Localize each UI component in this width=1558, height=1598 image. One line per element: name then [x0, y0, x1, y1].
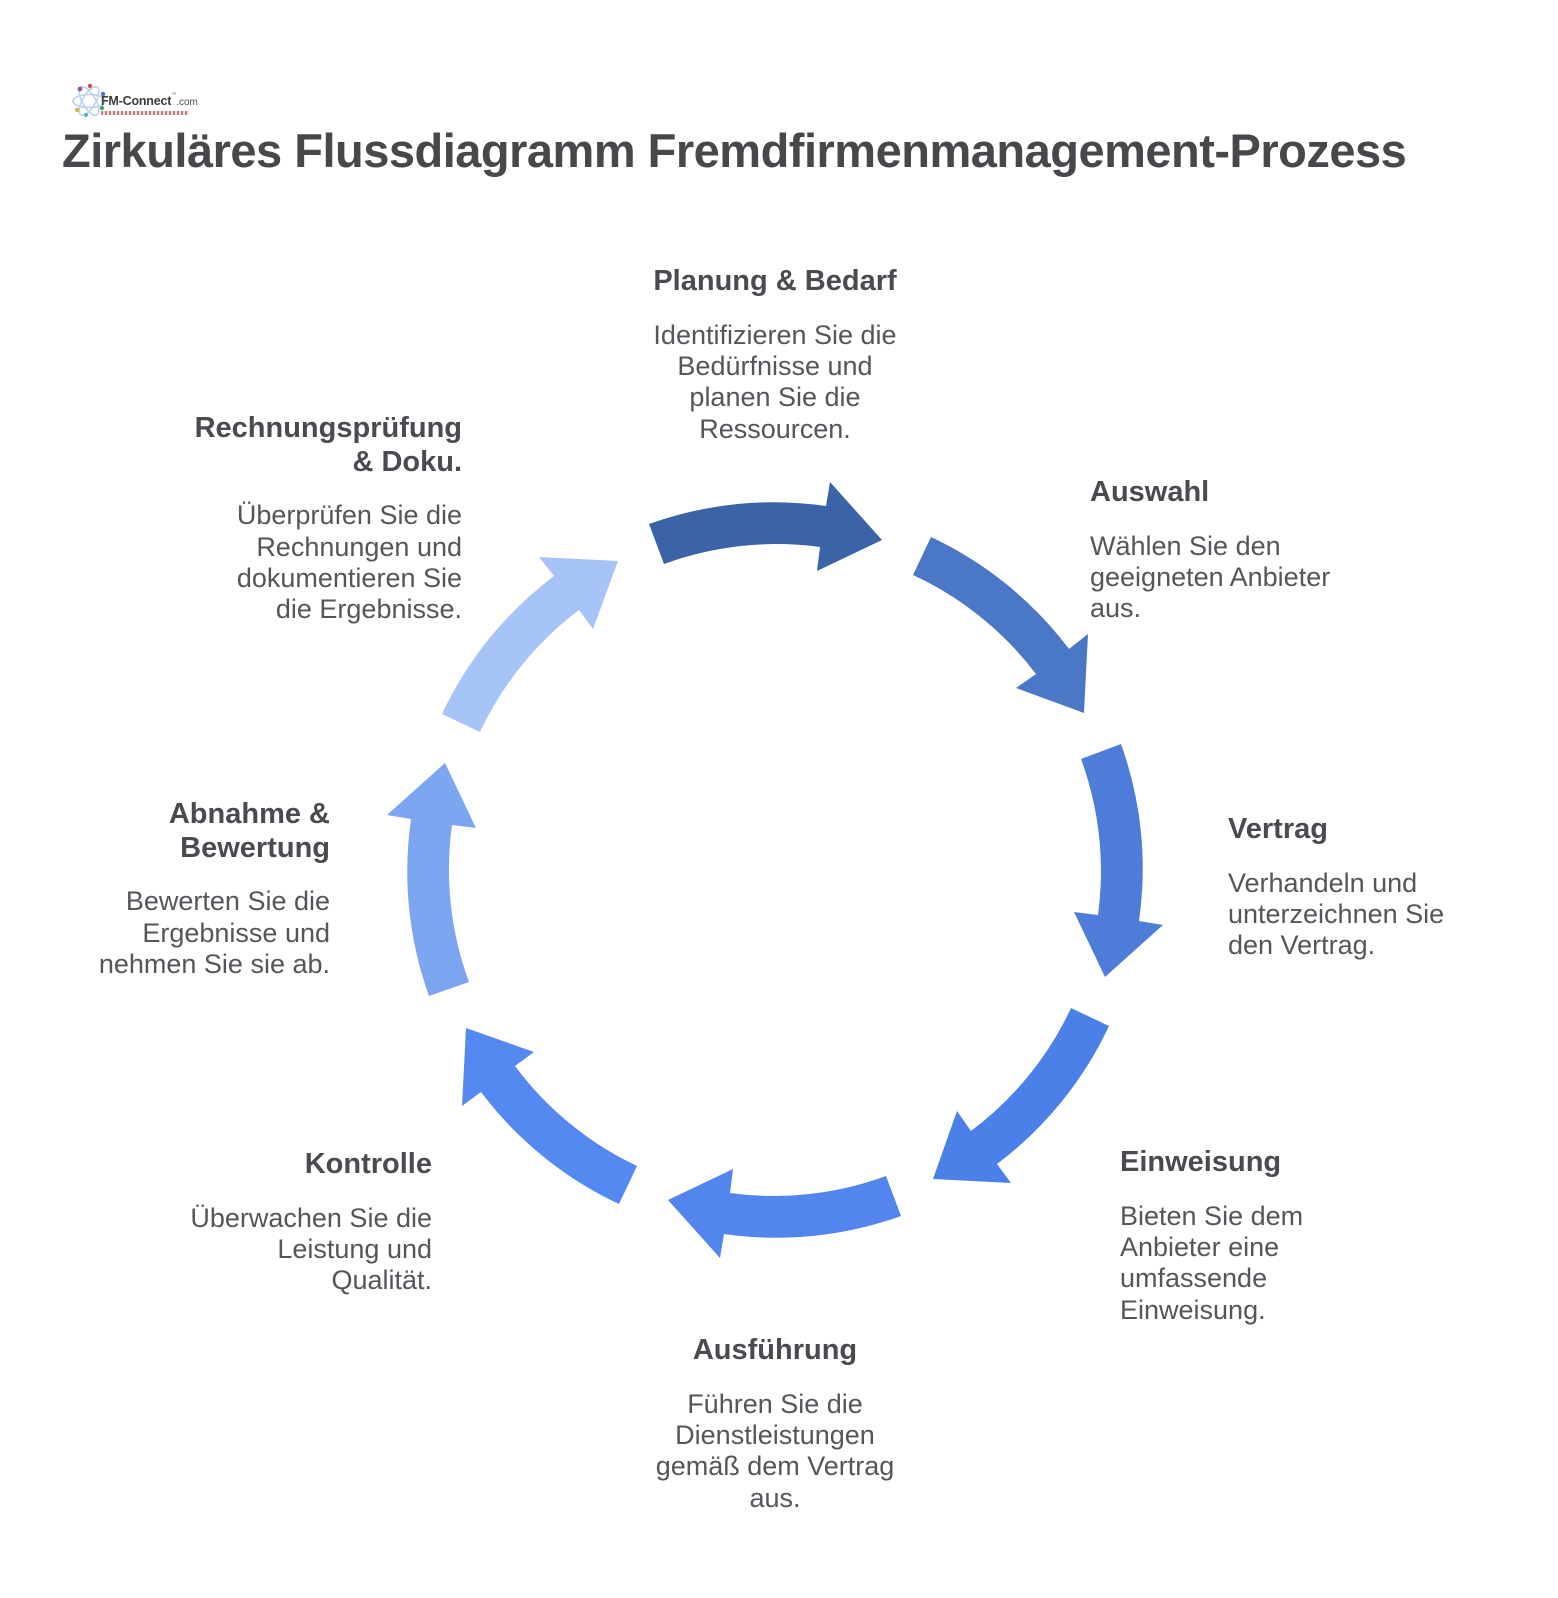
stage-vertrag: Vertrag Verhandeln und unterzeichnen Sie…	[1228, 795, 1478, 980]
stage-title: Vertrag	[1228, 813, 1328, 845]
stage-title: Einweisung	[1120, 1146, 1282, 1178]
stage-title: Planung & Bedarf	[653, 265, 897, 297]
arrow-abnahme-to-rechnung	[387, 763, 476, 996]
stage-rechnungspruefung-doku: Rechnungsprüfung & Doku. Überprüfen Sie …	[142, 394, 462, 644]
logo-tagline	[101, 111, 189, 115]
stage-title: Kontrolle	[304, 1148, 432, 1180]
arrow-vertrag-to-einweisung	[1074, 744, 1163, 977]
arrow-ausfuehrung-to-kontrolle	[668, 1169, 901, 1258]
stage-planung-bedarf: Planung & Bedarf Identifizieren Sie die …	[605, 247, 945, 463]
arrow-planung-to-auswahl	[649, 482, 882, 571]
arrow-auswahl-to-vertrag	[913, 537, 1088, 713]
stage-ausfuehrung: Ausführung Führen Sie die Dienstleistung…	[605, 1316, 945, 1532]
page-title: Zirkuläres Flussdiagramm Fremdfirmenmana…	[62, 124, 1407, 177]
stage-kontrolle: Kontrolle Überwachen Sie die Leistung un…	[152, 1130, 432, 1315]
stage-desc: Bieten Sie dem Anbieter eine umfassende …	[1120, 1200, 1304, 1325]
stage-desc: Überwachen Sie die Leistung und Qualität…	[190, 1202, 432, 1296]
stage-einweisung: Einweisung Bieten Sie dem Anbieter eine …	[1120, 1128, 1370, 1344]
stage-desc: Führen Sie die Dienstleistungen gemäß de…	[655, 1388, 895, 1513]
stage-desc: Verhandeln und unterzeichnen Sie den Ver…	[1228, 867, 1445, 961]
stage-desc: Wählen Sie den geeigneten Anbieter aus.	[1090, 530, 1331, 624]
stage-auswahl: Auswahl Wählen Sie den geeigneten Anbiet…	[1090, 458, 1390, 643]
logo-text: FM-Connect™.com	[101, 92, 198, 115]
arrow-kontrolle-to-abnahme	[462, 1028, 637, 1204]
logo-suffix: .com	[176, 97, 198, 108]
fm-connect-logo: FM-Connect™.com	[70, 82, 198, 125]
stage-title: Abnahme & Bewertung	[168, 798, 330, 864]
stage-title: Ausführung	[692, 1334, 858, 1366]
stage-abnahme-bewertung: Abnahme & Bewertung Bewerten Sie die Erg…	[72, 780, 330, 998]
stage-desc: Überprüfen Sie die Rechnungen und dokume…	[236, 500, 462, 625]
arrow-rechnung-to-planung	[442, 557, 618, 732]
stage-desc: Bewerten Sie die Ergebnisse und nehmen S…	[98, 886, 330, 979]
stage-title: Rechnungsprüfung & Doku.	[194, 412, 462, 478]
logo-trademark: ™	[171, 92, 177, 98]
arrow-einweisung-to-ausfuehrung	[933, 1008, 1109, 1183]
atom-logo-icon	[70, 82, 108, 125]
stage-title: Auswahl	[1090, 476, 1210, 508]
stage-desc: Identifizieren Sie die Bedürfnisse und p…	[653, 319, 897, 444]
logo-brand: FM-Connect	[101, 94, 172, 108]
